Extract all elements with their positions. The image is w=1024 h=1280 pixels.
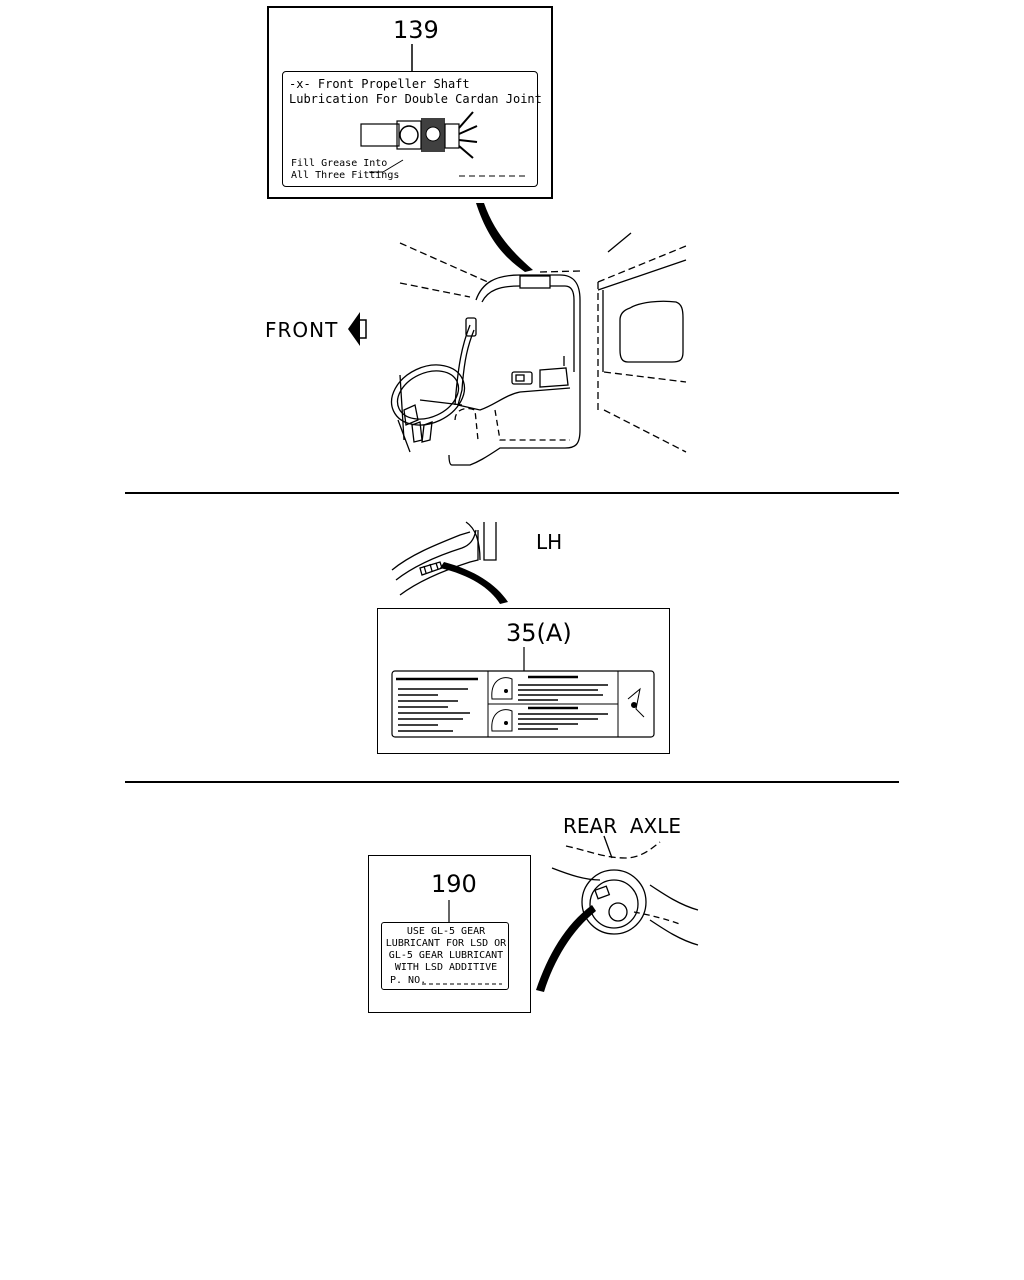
- front-arrow-icon: [348, 312, 367, 346]
- callout-number-190: 190: [431, 870, 477, 898]
- callout-number-35a: 35(A): [506, 619, 572, 647]
- gear-label-line-4: WITH LSD ADDITIVE: [394, 962, 498, 973]
- callout-box-190: 190 USE GL-5 GEAR LUBRICANT FOR LSD OR G…: [368, 855, 531, 1013]
- gear-label-line-2: LUBRICANT FOR LSD OR: [385, 938, 507, 949]
- label-note-2: All Three Fittings: [291, 170, 400, 181]
- callout-leader-139: [411, 44, 413, 72]
- cab-interior-drawing: [390, 232, 687, 466]
- part-number-label: P. NO.: [390, 975, 427, 986]
- gear-lubricant-label: USE GL-5 GEAR LUBRICANT FOR LSD OR GL-5 …: [381, 922, 509, 990]
- callout-box-139: 139 -x- Front Propeller Shaft Lubricatio…: [267, 6, 553, 199]
- door-pillar-drawing: [391, 521, 508, 604]
- section-divider-2: [125, 781, 899, 783]
- section-divider-1: [125, 492, 899, 494]
- side-lh-label: LH: [536, 530, 563, 554]
- callout-leader-190: [448, 900, 450, 922]
- cardan-joint-illustration: [360, 111, 527, 177]
- front-direction-label: FRONT: [265, 318, 339, 342]
- part-number-dash-line: [422, 983, 502, 985]
- propeller-shaft-label: -x- Front Propeller Shaft Lubrication Fo…: [282, 71, 542, 187]
- cab-tilting-label-illustration: [391, 647, 655, 738]
- gear-label-line-1: USE GL-5 GEAR: [406, 926, 486, 937]
- gear-label-line-3: GL-5 GEAR LUBRICANT: [388, 950, 504, 961]
- label-note-1: Fill Grease Into: [291, 158, 388, 169]
- label-line-2: Lubrication For Double Cardan Joint: [289, 92, 542, 106]
- label-line-1: -x- Front Propeller Shaft: [289, 77, 470, 91]
- pointer-wedge-139: [476, 203, 533, 272]
- rear-axle-drawing: [536, 835, 699, 992]
- callout-number-139: 139: [393, 16, 439, 44]
- rear-axle-label: REAR AXLE: [563, 814, 681, 838]
- callout-box-35a: 35(A): [377, 608, 670, 754]
